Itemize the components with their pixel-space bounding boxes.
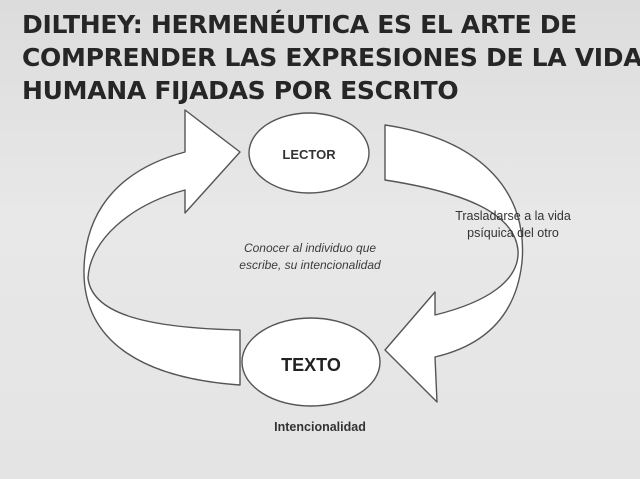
bottom-label: Intencionalidad: [274, 420, 366, 434]
lector-label: LECTOR: [282, 147, 336, 162]
title-line-2: COMPRENDER LAS EXPRESIONES DE LA VIDA: [22, 43, 640, 72]
right-annotation-line-1: Trasladarse a la vida: [455, 209, 571, 223]
center-annotation: Conocer al individuo que escribe, su int…: [205, 240, 415, 274]
right-curved-arrow: [384, 124, 524, 403]
title-line-1: DILTHEY: HERMENÉUTICA ES EL ARTE DE: [22, 10, 577, 39]
left-curved-arrow: [83, 109, 241, 386]
texto-node: [241, 317, 381, 407]
slide-title: DILTHEY: HERMENÉUTICA ES EL ARTE DE COMP…: [22, 8, 640, 107]
center-annotation-line-1: Conocer al individuo que: [243, 241, 377, 255]
center-annotation-line-2: escribe, su intencionalidad: [239, 258, 381, 272]
texto-label: TEXTO: [281, 355, 341, 375]
title-line-3: HUMANA FIJADAS POR ESCRITO: [22, 76, 459, 105]
right-annotation-line-2: psíquica del otro: [467, 226, 559, 240]
right-annotation: Trasladarse a la vida psíquica del otro: [428, 208, 598, 242]
lector-node: [248, 112, 370, 194]
